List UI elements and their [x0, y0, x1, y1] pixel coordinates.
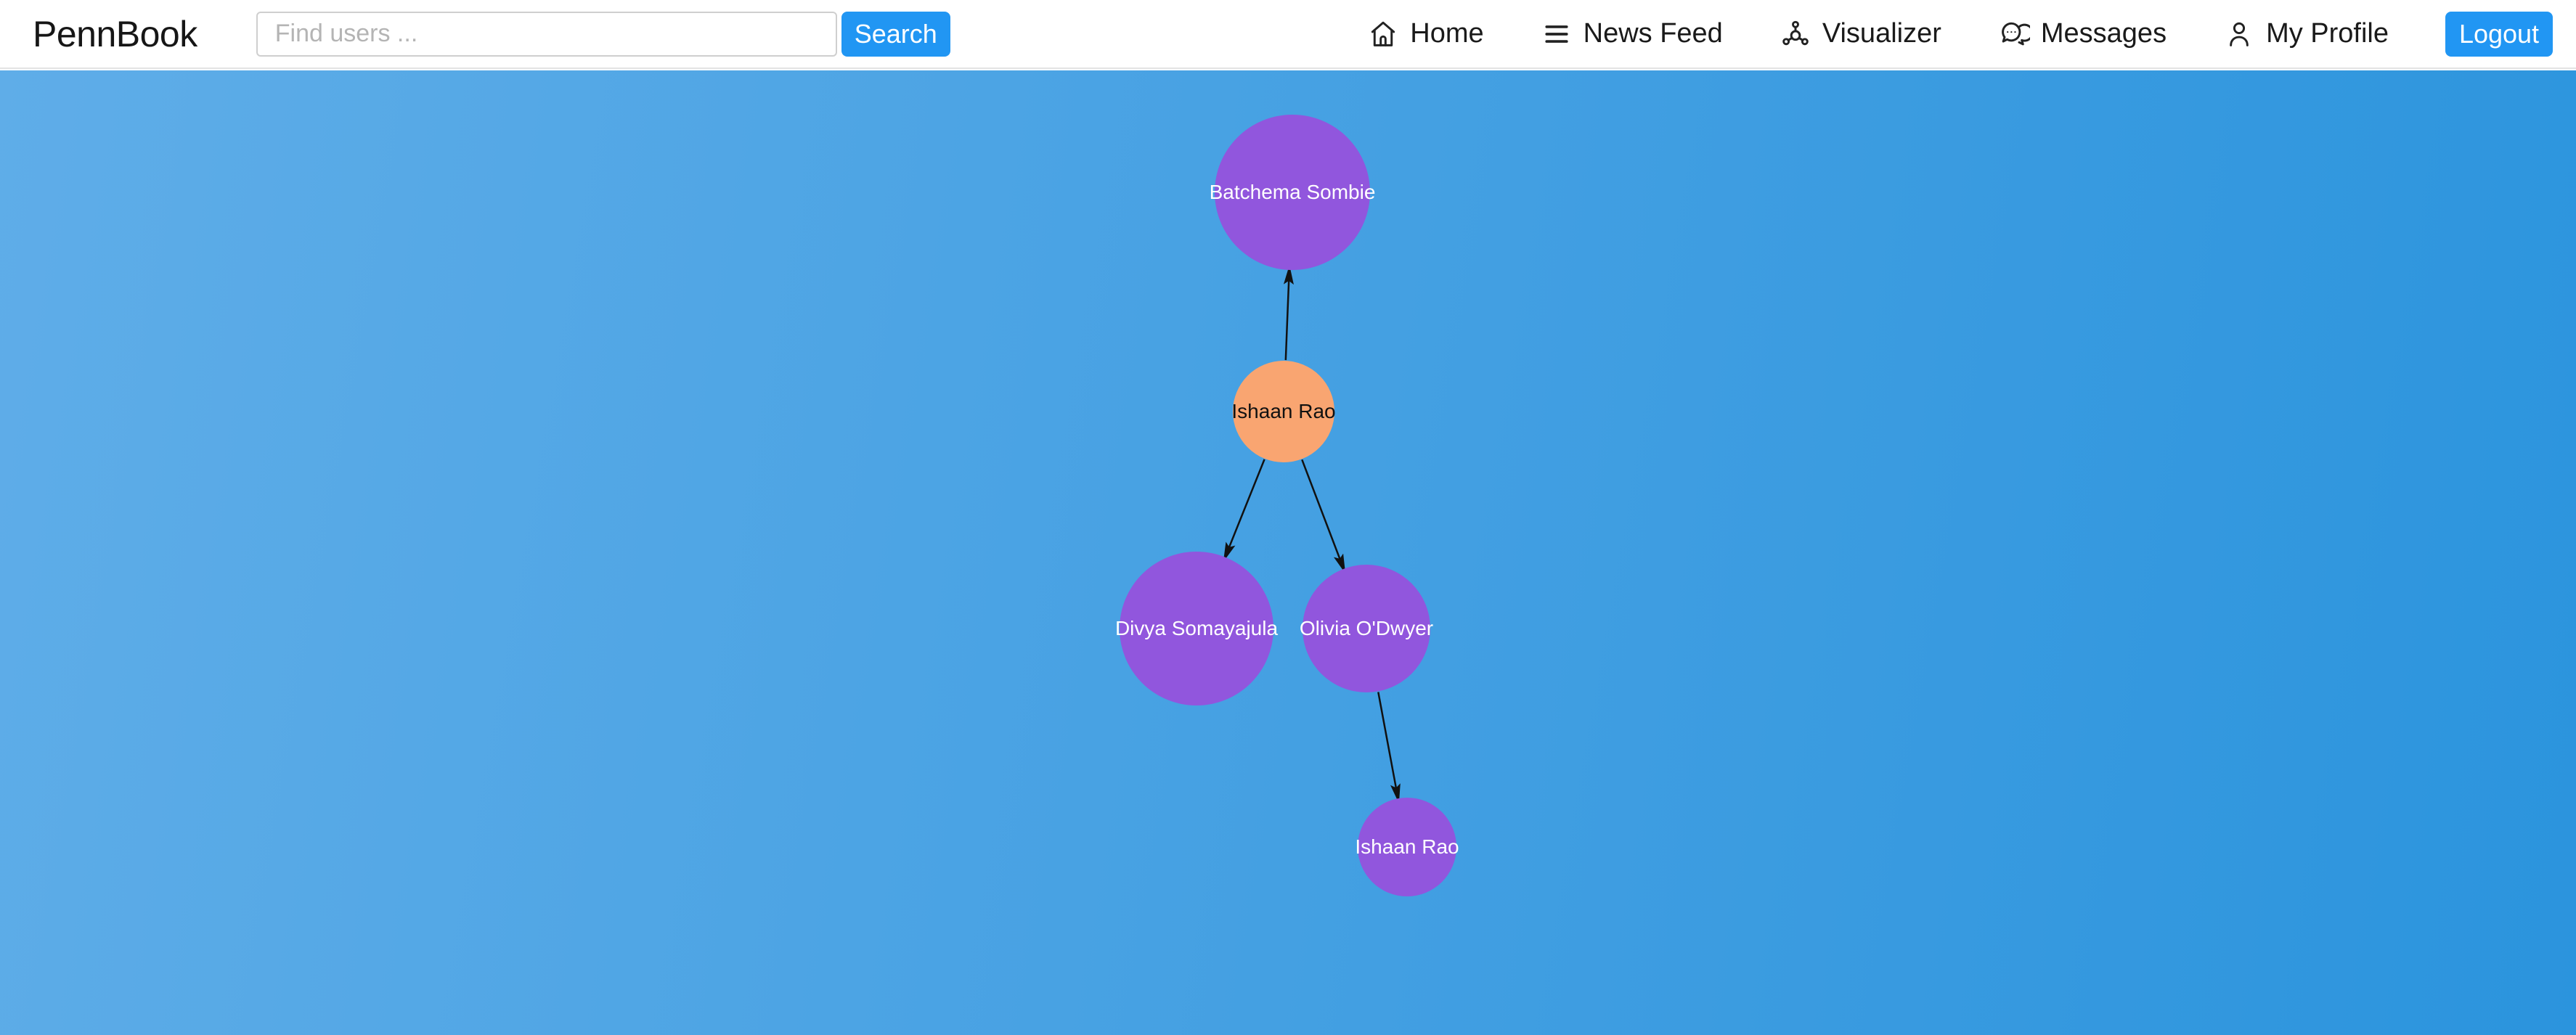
- nav-item-label: News Feed: [1583, 18, 1723, 49]
- search-input[interactable]: [256, 11, 837, 57]
- news-feed-icon: [1541, 18, 1573, 50]
- nav-item-my-profile[interactable]: My Profile: [2223, 18, 2389, 50]
- nav-item-messages[interactable]: Messages: [1998, 18, 2167, 50]
- search-button[interactable]: Search: [841, 11, 950, 57]
- graph-node-divya-somayajula[interactable]: Divya Somayajula: [1115, 552, 1278, 705]
- home-icon: [1367, 18, 1399, 50]
- nav-item-label: My Profile: [2266, 18, 2389, 49]
- profile-icon: [2223, 18, 2255, 50]
- graph-node-ishaan-rao[interactable]: Ishaan Rao: [1355, 798, 1459, 896]
- nav-item-news-feed[interactable]: News Feed: [1541, 18, 1723, 50]
- nav-item-label: Visualizer: [1822, 18, 1941, 49]
- messages-icon: [1998, 18, 2030, 50]
- nav-item-label: Home: [1410, 18, 1484, 49]
- visualizer-icon: [1780, 18, 1811, 50]
- graph-edge: [1301, 459, 1346, 574]
- nav-item-home[interactable]: Home: [1367, 18, 1484, 50]
- nav-menu: Home News Feed: [1367, 11, 2553, 57]
- graph-edge: [1223, 459, 1265, 562]
- logout-button[interactable]: Logout: [2445, 11, 2553, 57]
- navbar: PennBook Search Home N: [0, 0, 2576, 69]
- nav-item-label: Messages: [2040, 18, 2167, 49]
- graph-node-olivia-o-dwyer[interactable]: Olivia O'Dwyer: [1300, 565, 1433, 692]
- graph-node-batchema-sombie[interactable]: Batchema Sombie: [1210, 115, 1375, 270]
- graph-edges: [1223, 264, 1401, 804]
- graph-edge: [1377, 692, 1401, 804]
- nav-item-visualizer[interactable]: Visualizer: [1780, 18, 1941, 50]
- brand-logo[interactable]: PennBook: [33, 13, 197, 54]
- search-bar: Search: [256, 11, 950, 57]
- graph-node-ishaan-rao[interactable]: Ishaan Rao: [1231, 361, 1336, 462]
- graph-edge: [1283, 264, 1294, 361]
